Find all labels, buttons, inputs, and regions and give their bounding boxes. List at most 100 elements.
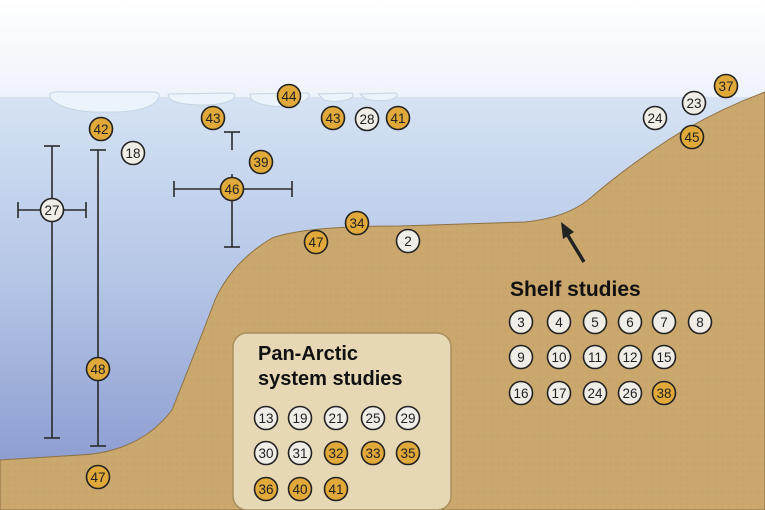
study-marker: 46 (219, 176, 245, 202)
marker-number: 6 (626, 315, 634, 330)
marker-circle (546, 309, 572, 335)
marker-circle (253, 405, 279, 431)
shelf-study-marker: 5 (582, 309, 608, 335)
marker-number: 42 (93, 122, 108, 137)
shelf-study-marker: 24 (582, 380, 608, 406)
marker-number: 9 (517, 350, 525, 365)
study-marker: 41 (385, 105, 411, 131)
shelf-studies-label: Shelf studies (510, 278, 641, 301)
pan-arctic-study-marker: 32 (323, 440, 349, 466)
marker-number: 35 (400, 446, 415, 461)
marker-number: 43 (205, 111, 220, 126)
marker-circle (39, 197, 65, 223)
shelf-study-marker: 8 (687, 309, 713, 335)
marker-number: 5 (591, 315, 599, 330)
marker-number: 31 (292, 446, 307, 461)
shelf-study-marker: 17 (546, 380, 572, 406)
marker-circle (582, 344, 608, 370)
marker-number: 4 (555, 315, 563, 330)
pan-arctic-label-line2: system studies (258, 368, 403, 390)
study-marker: 43 (320, 105, 346, 131)
marker-circle (679, 124, 705, 150)
study-marker: 34 (344, 210, 370, 236)
surface-markers: 42 18 27 48 47 43 39 46 44 43 28 41 34 47 2 24 23 3 7 4 5 (39, 73, 739, 490)
marker-number: 16 (513, 386, 528, 401)
marker-circle (88, 116, 114, 142)
study-marker: 27 (39, 197, 65, 223)
marker-number: 36 (258, 482, 273, 497)
marker-circle (642, 105, 668, 131)
marker-circle (85, 464, 111, 490)
marker-circle (508, 309, 534, 335)
pan-arctic-label-line1: Pan-Arctic (258, 343, 358, 365)
ice-floe (49, 91, 160, 113)
study-marker: 28 (354, 106, 380, 132)
marker-circle (582, 380, 608, 406)
shelf-study-marker: 26 (617, 380, 643, 406)
marker-number: 2 (404, 234, 412, 249)
marker-circle (508, 380, 534, 406)
marker-number: 44 (281, 89, 297, 104)
marker-circle (323, 476, 349, 502)
marker-circle (687, 309, 713, 335)
ice-floe (358, 92, 398, 102)
study-marker: 23 (681, 90, 707, 116)
marker-number: 28 (359, 112, 374, 127)
marker-circle (395, 405, 421, 431)
pan-arctic-study-marker: 19 (287, 405, 313, 431)
marker-circle (385, 105, 411, 131)
marker-circle (85, 356, 111, 382)
study-marker: 48 (85, 356, 111, 382)
marker-circle (681, 90, 707, 116)
marker-number: 41 (328, 482, 343, 497)
marker-number: 32 (328, 446, 343, 461)
marker-circle (395, 228, 421, 254)
marker-circle (276, 83, 302, 109)
study-marker: 18 (120, 140, 146, 166)
marker-circle (253, 476, 279, 502)
marker-circle (344, 210, 370, 236)
marker-circle (219, 176, 245, 202)
shelf-study-marker: 3 (508, 309, 534, 335)
marker-number: 17 (551, 386, 566, 401)
marker-number: 29 (400, 411, 415, 426)
marker-number: 38 (656, 386, 671, 401)
marker-circle (617, 344, 643, 370)
marker-number: 39 (253, 155, 268, 170)
pan-arctic-study-marker: 36 (253, 476, 279, 502)
marker-number: 11 (588, 350, 602, 365)
marker-circle (287, 476, 313, 502)
ice-floe (167, 92, 236, 106)
marker-circle (508, 344, 534, 370)
marker-circle (651, 380, 677, 406)
marker-number: 7 (660, 315, 668, 330)
pan-arctic-study-marker: 30 (253, 440, 279, 466)
marker-circle (248, 149, 274, 175)
study-marker: 43 (200, 105, 226, 131)
marker-number: 47 (308, 235, 323, 250)
marker-circle (617, 380, 643, 406)
marker-number: 47 (90, 470, 105, 485)
marker-number: 23 (686, 96, 701, 111)
ice-floe (316, 92, 354, 102)
marker-number: 3 (517, 315, 525, 330)
study-marker: 47 (85, 464, 111, 490)
marker-number: 43 (325, 111, 340, 126)
shelf-study-marker: 15 (651, 344, 677, 370)
marker-number: 40 (292, 482, 307, 497)
shelf-study-marker: 6 (617, 309, 643, 335)
marker-circle (354, 106, 380, 132)
pan-arctic-study-marker: 31 (287, 440, 313, 466)
shelf-study-marker: 10 (546, 344, 572, 370)
marker-circle (287, 405, 313, 431)
study-marker: 44 (276, 83, 302, 109)
pan-arctic-study-marker: 25 (360, 405, 386, 431)
marker-circle (546, 380, 572, 406)
marker-number: 25 (365, 411, 380, 426)
study-marker: 2 (395, 228, 421, 254)
marker-circle (617, 309, 643, 335)
shelf-study-marker: 7 (651, 309, 677, 335)
marker-circle (582, 309, 608, 335)
